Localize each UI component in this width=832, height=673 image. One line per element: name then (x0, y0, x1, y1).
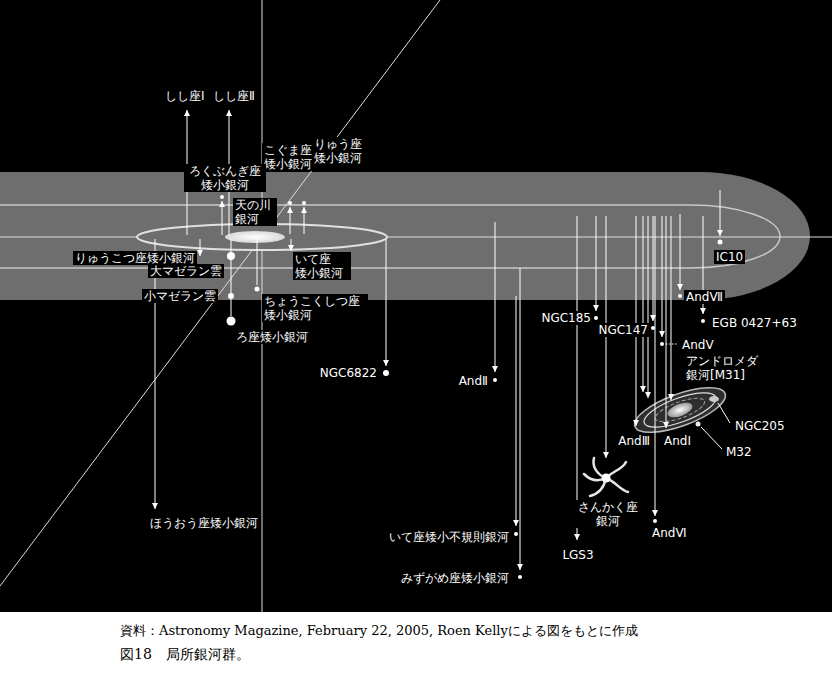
arrow-line (304, 207, 305, 234)
galaxy-label: ほうおう座矮小銀河 (148, 516, 260, 530)
galaxy-dot (701, 319, 705, 323)
milky-way-orbit (137, 224, 387, 250)
galaxy-dot (383, 370, 389, 376)
arrow-line (720, 190, 721, 236)
galaxy-dot (227, 252, 235, 260)
galaxy-label: M32 (724, 445, 754, 459)
galaxy-dot (594, 316, 598, 320)
galaxy-dot (302, 201, 306, 205)
galactic-plane-band (0, 172, 810, 300)
milky-way-disk (225, 231, 285, 243)
source-note: 資料：Astronomy Magazine, February 22, 2005… (118, 623, 640, 639)
galaxy-label: AndⅢ (616, 434, 652, 448)
galaxy-core (602, 474, 611, 483)
arrow-line (257, 239, 258, 285)
galaxy-label: 大マゼラン雲 (148, 264, 224, 278)
arrow-line (655, 216, 656, 516)
galaxy-dot (518, 575, 522, 579)
galaxy-label: りゅうこつ座矮小銀河 (73, 251, 197, 265)
galaxy-label: いて座矮小不規則銀河 (387, 530, 511, 544)
spiral-arm (640, 386, 720, 435)
arrow-line (231, 239, 232, 316)
galaxy-label: りゅう座 矮小銀河 (312, 137, 372, 165)
arrow-line (222, 201, 223, 235)
m32-blob (696, 422, 701, 427)
caption-ground (0, 612, 832, 673)
space-ground (0, 0, 832, 612)
galaxy-dot (255, 287, 260, 292)
arrow-line (680, 214, 681, 290)
galaxy-label: しし座Ⅱ (211, 89, 257, 103)
triangulum-galaxy (584, 458, 628, 496)
galaxy-dot (514, 532, 518, 536)
spiral-arm (653, 394, 707, 427)
arrow-line (495, 222, 496, 372)
arrow-line (648, 216, 649, 398)
galaxy-dot (653, 519, 657, 523)
galaxy-label: NGC6822 (318, 366, 379, 380)
arrow-line (520, 268, 521, 570)
galaxy-label: LGS3 (560, 548, 595, 562)
galaxy-label: 天の川 銀河 (233, 198, 277, 226)
galaxy-dots (220, 195, 723, 579)
galaxy-label: AndⅥ (650, 526, 689, 540)
arrow-line (666, 216, 667, 428)
arrow-line (643, 216, 644, 392)
galaxy-label: ろ座矮小銀河 (234, 330, 310, 344)
ngc205-blob (709, 396, 719, 402)
arrow-line (671, 216, 672, 400)
galaxy-label: IC10 (714, 250, 745, 264)
galaxy-label: ちょうこくしつ座 矮小銀河 (262, 294, 368, 322)
leader-line (701, 427, 722, 449)
galaxy-dot (288, 201, 292, 205)
arrow-lines (155, 110, 720, 570)
arrow-line (662, 216, 663, 337)
galaxy-label: いて座 矮小銀河 (293, 252, 351, 280)
oblique-axis (0, 0, 440, 586)
arrow-line (516, 296, 517, 526)
galaxy-dot (493, 378, 497, 382)
galaxy-label: しし座Ⅰ (163, 89, 207, 103)
galaxy-label: AndⅦ (684, 290, 725, 304)
galaxy-label: EGB 0427+63 (710, 316, 799, 330)
galaxy-dot (227, 317, 236, 326)
galaxy-dot (228, 293, 234, 299)
galaxy-label: みずがめ座矮小銀河 (399, 571, 511, 585)
galaxy-dot (651, 326, 655, 330)
galaxy-label: 小マゼラン雲 (142, 289, 218, 303)
andromeda-galaxy (629, 379, 730, 442)
galaxy-dot (678, 294, 682, 298)
arrow-line (386, 239, 387, 366)
arrow-line (155, 239, 156, 509)
figure-caption: 図18 局所銀河群。 (118, 645, 252, 663)
galaxy-bulge (666, 400, 695, 420)
arrow-line (200, 239, 201, 256)
leader-line (718, 403, 730, 423)
arrow-line (653, 216, 654, 321)
arrow-line (291, 239, 292, 251)
galaxy-label: NGC147 (596, 323, 650, 337)
plane-axis (0, 237, 832, 238)
galaxy-label: AndⅤ (680, 338, 716, 352)
arrow-line (636, 216, 637, 426)
arrow-line (577, 216, 578, 540)
galaxy-rim (629, 379, 730, 442)
arrow-line (290, 207, 291, 234)
andromeda-arrows (636, 216, 671, 516)
galaxy-dot (660, 342, 664, 346)
galaxy-label: さんかく座 銀河 (574, 500, 642, 528)
arrow-line (596, 216, 597, 311)
galaxy-label: NGC185 (539, 311, 593, 325)
arrow-line (606, 216, 607, 458)
galaxy-label: アンドロメダ 銀河[M31] (684, 354, 768, 382)
galaxy-label: NGC205 (733, 419, 787, 433)
galaxy-dot (718, 240, 723, 245)
galaxy-label: AndⅡ (457, 374, 490, 388)
galaxy-dot (220, 195, 224, 199)
galaxy-label: AndⅠ (662, 434, 693, 448)
galaxy-label: ろくぶんぎ座 矮小銀河 (184, 164, 266, 192)
